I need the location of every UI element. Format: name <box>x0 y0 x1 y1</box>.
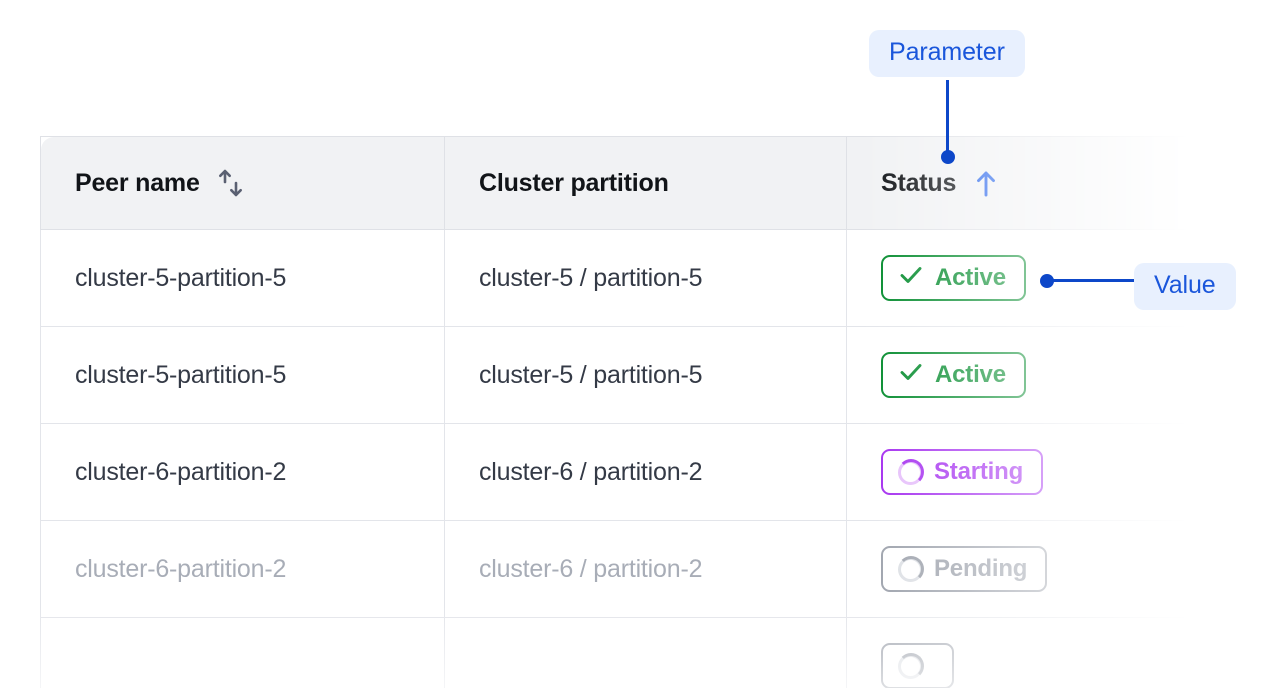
cell-status <box>846 617 1232 688</box>
check-icon <box>898 262 924 295</box>
cell-cluster-partition: cluster-5 / partition-5 <box>444 229 847 327</box>
table-row[interactable]: cluster-6-partition-2 cluster-6 / partit… <box>40 520 1232 618</box>
peers-table: Peer name Cluster partition <box>40 136 1232 688</box>
cell-peer-name: cluster-5-partition-5 <box>40 229 445 327</box>
status-badge-label: Active <box>935 361 1006 388</box>
spinner-icon <box>897 556 924 582</box>
cell-status: Pending <box>846 520 1232 618</box>
status-badge-label: Starting <box>934 458 1024 485</box>
cell-peer-name <box>40 617 445 688</box>
sort-updown-icon[interactable] <box>216 167 246 199</box>
cell-cluster-partition: cluster-6 / partition-2 <box>444 423 847 521</box>
value-connector-dot <box>1040 274 1054 288</box>
callout-parameter: Parameter <box>869 30 1025 77</box>
cell-peer-name: cluster-6-partition-2 <box>40 520 445 618</box>
value-connector-line <box>1051 279 1135 282</box>
check-icon <box>898 359 924 392</box>
table-row[interactable] <box>40 617 1232 688</box>
column-header-label: Peer name <box>75 168 200 197</box>
column-header-label: Cluster partition <box>479 168 669 197</box>
parameter-connector-dot <box>941 150 955 164</box>
peers-table-container: Peer name Cluster partition <box>40 136 1232 688</box>
cell-cluster-partition: cluster-6 / partition-2 <box>444 520 847 618</box>
status-badge-label: Active <box>935 264 1006 291</box>
spinner-icon <box>897 653 924 679</box>
spinner-icon <box>897 459 924 485</box>
table-body: cluster-5-partition-5 cluster-5 / partit… <box>40 229 1232 688</box>
cell-status: Active <box>846 326 1232 424</box>
arrow-up-icon[interactable] <box>972 168 1000 198</box>
cell-cluster-partition <box>444 617 847 688</box>
parameter-connector-line <box>946 80 949 158</box>
cell-status: Starting <box>846 423 1232 521</box>
table-row[interactable]: cluster-5-partition-5 cluster-5 / partit… <box>40 326 1232 424</box>
status-badge: Active <box>881 255 1026 301</box>
column-header-peer-name[interactable]: Peer name <box>40 136 445 230</box>
table-header-row: Peer name Cluster partition <box>40 136 1232 230</box>
callout-value: Value <box>1134 263 1236 310</box>
status-badge: Pending <box>881 546 1048 592</box>
column-header-cluster-partition[interactable]: Cluster partition <box>444 136 847 230</box>
status-badge <box>881 643 954 688</box>
status-badge: Starting <box>881 449 1044 495</box>
table-row[interactable]: cluster-6-partition-2 cluster-6 / partit… <box>40 423 1232 521</box>
status-badge-label: Pending <box>934 555 1028 582</box>
status-badge: Active <box>881 352 1026 398</box>
column-header-label: Status <box>881 168 957 197</box>
cell-cluster-partition: cluster-5 / partition-5 <box>444 326 847 424</box>
cell-peer-name: cluster-6-partition-2 <box>40 423 445 521</box>
cell-peer-name: cluster-5-partition-5 <box>40 326 445 424</box>
table-header: Peer name Cluster partition <box>40 136 1232 230</box>
column-header-status[interactable]: Status <box>846 136 1232 230</box>
